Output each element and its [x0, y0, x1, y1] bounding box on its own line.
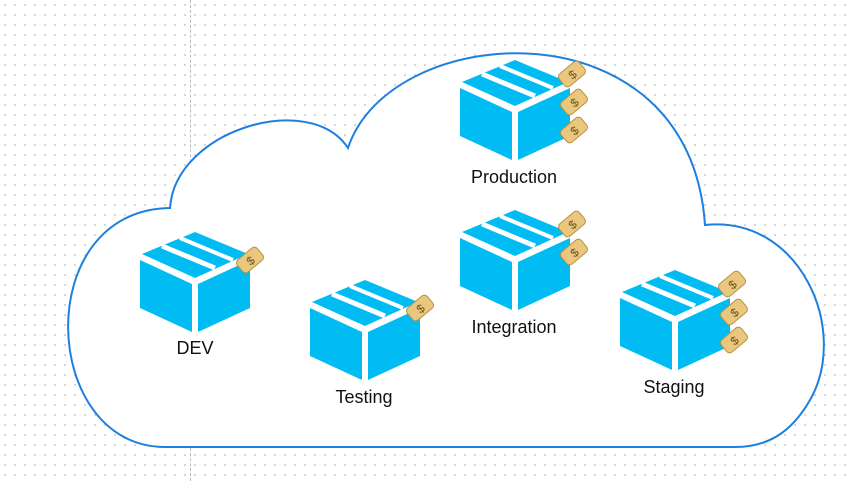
environment-label: Production: [470, 167, 558, 187]
environment-label: DEV: [176, 338, 214, 358]
environment-label: Staging: [643, 377, 705, 397]
environment-label: Testing: [335, 387, 393, 407]
environment-label: Integration: [471, 317, 557, 337]
